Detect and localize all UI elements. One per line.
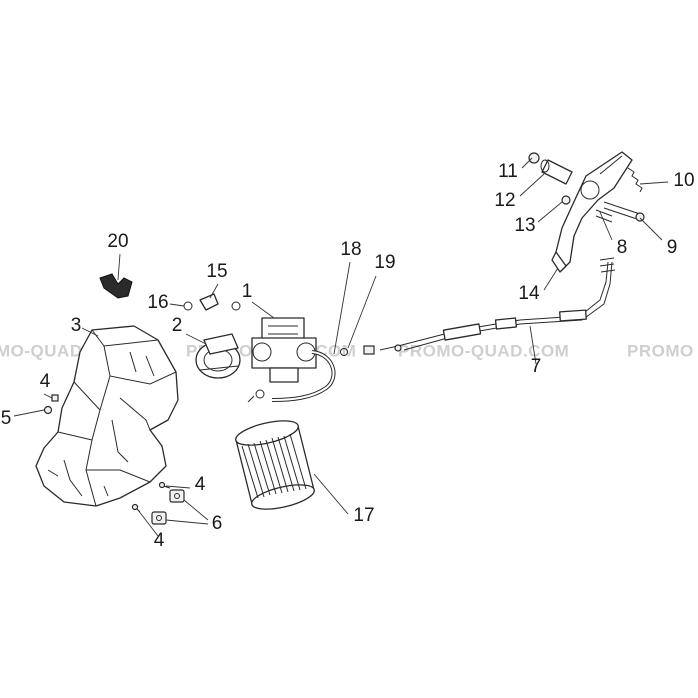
callout-7: 7 bbox=[531, 356, 542, 377]
callout-20: 20 bbox=[107, 231, 128, 252]
callout-14: 14 bbox=[518, 283, 540, 304]
vent-tube bbox=[271, 345, 375, 402]
callout-11: 11 bbox=[498, 161, 518, 182]
callout-17: 17 bbox=[353, 505, 374, 526]
clamp-part bbox=[99, 273, 133, 299]
brake-pedal bbox=[528, 151, 645, 273]
leader-lines bbox=[13, 157, 669, 537]
callout-6: 6 bbox=[212, 513, 223, 534]
clips bbox=[131, 481, 185, 525]
callout-10: 10 bbox=[673, 170, 694, 191]
callouts: 1 2 3 4 4 4 5 6 7 8 9 10 11 12 13 14 15 … bbox=[1, 161, 695, 551]
callout-9: 9 bbox=[667, 237, 678, 258]
callout-4-right: 4 bbox=[195, 474, 206, 495]
hose-clips bbox=[183, 293, 241, 311]
watermark-center: PROMO-QUAD.COM bbox=[398, 341, 569, 360]
intake-hose bbox=[195, 333, 241, 379]
callout-3: 3 bbox=[71, 315, 82, 336]
callout-2: 2 bbox=[172, 315, 183, 336]
callout-12: 12 bbox=[494, 190, 515, 211]
callout-5: 5 bbox=[1, 408, 12, 429]
callout-16: 16 bbox=[147, 292, 168, 313]
callout-8: 8 bbox=[617, 237, 628, 258]
callout-4-left: 4 bbox=[40, 371, 51, 392]
callout-19: 19 bbox=[374, 252, 395, 273]
watermark-right: PROMO bbox=[627, 341, 694, 360]
air-box bbox=[35, 325, 179, 507]
air-filter bbox=[235, 420, 315, 510]
callout-18: 18 bbox=[340, 239, 361, 260]
callout-1: 1 bbox=[242, 281, 253, 302]
callout-4-bottom: 4 bbox=[154, 530, 165, 551]
callout-15: 15 bbox=[206, 261, 227, 282]
carburetor bbox=[247, 317, 317, 403]
callout-13: 13 bbox=[514, 215, 535, 236]
throttle-cable bbox=[379, 257, 616, 352]
